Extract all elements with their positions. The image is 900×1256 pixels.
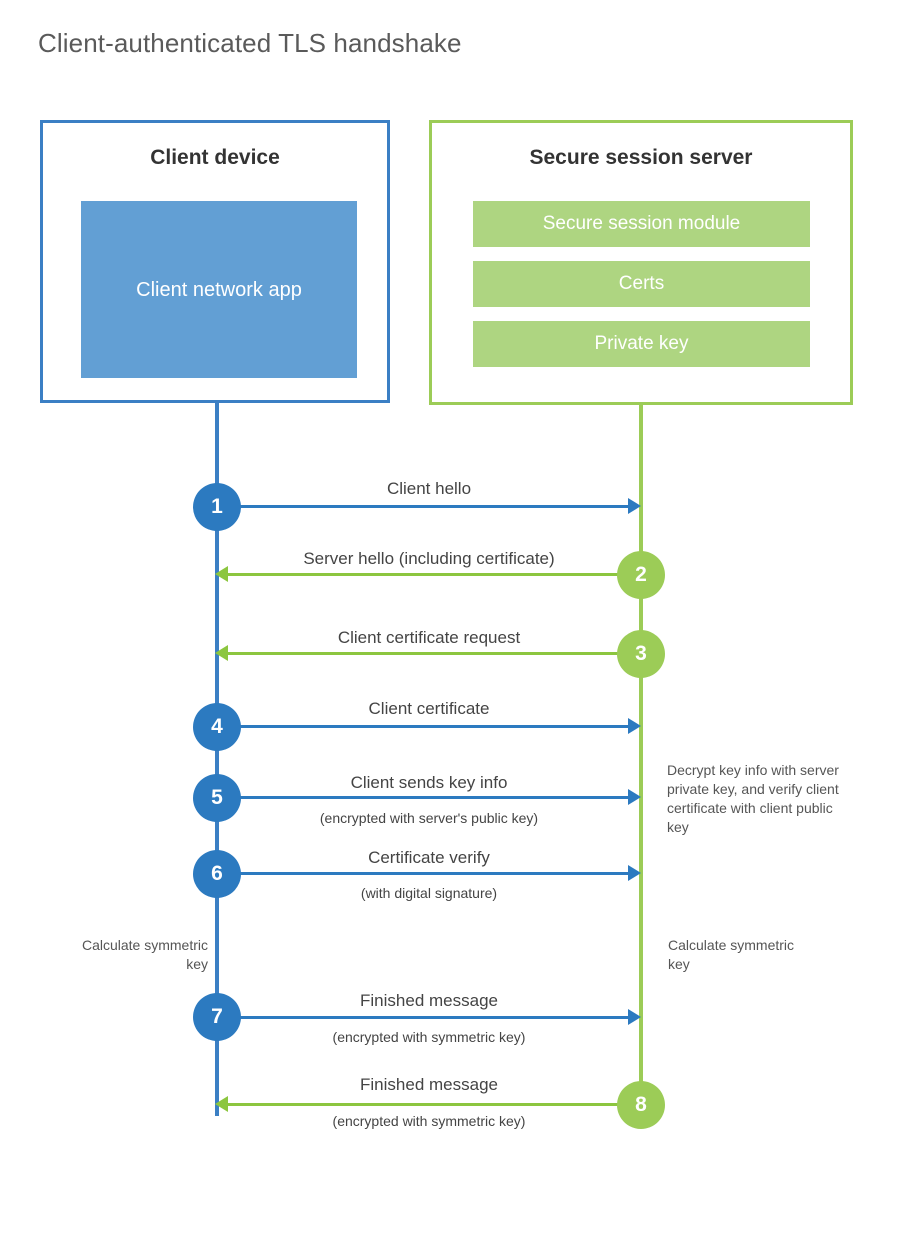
step-2-arrow-line [228,573,641,576]
client-device-box: Client device Client network app [40,120,390,403]
step-3-label: Client certificate request [337,628,521,647]
server-component-private-key: Private key [473,321,810,367]
step-7-arrow-line [217,1016,630,1019]
client-network-app-block: Client network app [81,201,357,378]
step-1-label: Client hello [386,479,472,498]
step-6-circle[interactable]: 6 [193,850,241,898]
server-component-secure-session-module: Secure session module [473,201,810,247]
step-1-arrow-head-right-icon [628,498,641,514]
step-5-arrow-head-right-icon [628,789,641,805]
step-6-arrow-line [217,872,630,875]
server-lifeline [639,402,643,1105]
step-5-label: Client sends key info [350,773,508,792]
calculate-symmetric-key-server-note: Calculate symmetric key [668,937,795,972]
step-8-circle[interactable]: 8 [617,1081,665,1129]
step-8-arrow-line [228,1103,641,1106]
step-5-circle[interactable]: 5 [193,774,241,822]
step-3-circle[interactable]: 3 [617,630,665,678]
step-4-arrow-head-right-icon [628,718,641,734]
step-8-arrow-head-left-icon [215,1096,228,1112]
step-6-arrow-head-right-icon [628,865,641,881]
secure-session-server-box: Secure session server Secure session mod… [429,120,853,405]
step-4-arrow-line [217,725,630,728]
decrypt-key-info-note: Decrypt key info with server private key… [667,762,839,835]
step-5-arrow-line [217,796,630,799]
step-1-circle[interactable]: 1 [193,483,241,531]
step-7-arrow-head-right-icon [628,1009,641,1025]
step-5-sublabel: (encrypted with server's public key) [319,810,539,826]
client-device-title: Client device [150,146,280,169]
server-components-list: Secure session module Certs Private key [473,201,810,381]
step-8-label: Finished message [360,1075,498,1094]
step-6-label: Certificate verify [368,848,490,867]
server-component-certs: Certs [473,261,810,307]
step-4-label: Client certificate [368,699,490,718]
client-lifeline [215,400,219,1116]
secure-session-server-title: Secure session server [529,146,753,169]
step-7-circle[interactable]: 7 [193,993,241,1041]
step-6-sublabel: (with digital signature) [360,885,498,901]
calculate-symmetric-key-client-note: Calculate symmetric key [81,937,208,972]
page-title: Client-authenticated TLS handshake [38,28,462,58]
step-3-arrow-head-left-icon [215,645,228,661]
step-2-circle[interactable]: 2 [617,551,665,599]
step-2-label: Server hello (including certificate) [303,549,555,568]
step-7-label: Finished message [360,991,498,1010]
step-8-sublabel: (encrypted with symmetric key) [332,1113,526,1129]
step-2-arrow-head-left-icon [215,566,228,582]
step-3-arrow-line [228,652,641,655]
step-7-sublabel: (encrypted with symmetric key) [332,1029,526,1045]
step-1-arrow-line [217,505,630,508]
step-4-circle[interactable]: 4 [193,703,241,751]
